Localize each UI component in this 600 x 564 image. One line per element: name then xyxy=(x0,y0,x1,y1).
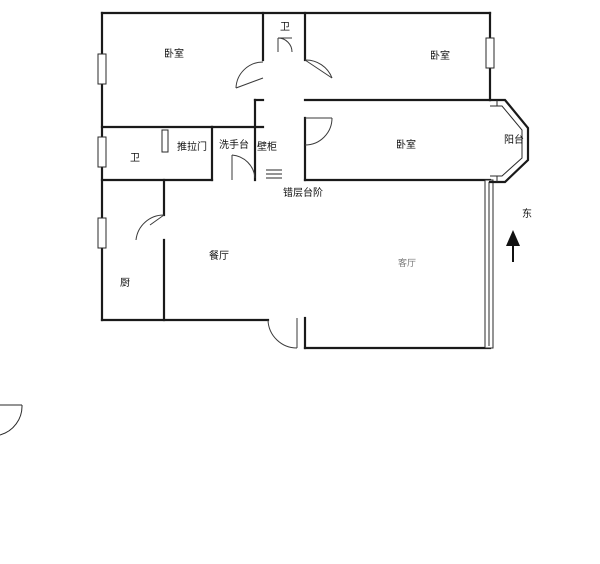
label-wall-cabinet: 壁柜 xyxy=(257,140,277,153)
doors xyxy=(135,37,333,349)
room-label-bath-top: 卫 xyxy=(280,22,290,33)
room-label-bath-left: 卫 xyxy=(130,153,140,164)
window-left-middle xyxy=(97,136,107,168)
room-label-dining-room: 餐厅 xyxy=(209,249,229,262)
window-left-upper xyxy=(97,53,107,85)
room-label-bedroom-middle: 卧室 xyxy=(396,138,416,151)
balcony-bay xyxy=(488,98,530,184)
partial-door-arc xyxy=(0,404,23,436)
window-right-upper xyxy=(485,37,495,69)
compass-label: 东 xyxy=(522,207,532,220)
room-label-bedroom-top-left: 卧室 xyxy=(164,47,184,60)
room-label-balcony: 阳台 xyxy=(504,133,524,146)
window-bath-left xyxy=(161,129,169,153)
window-left-lower xyxy=(97,217,107,249)
label-split-steps: 错层台阶 xyxy=(283,186,323,199)
label-sliding-door: 推拉门 xyxy=(177,140,207,153)
windows xyxy=(97,37,495,349)
interior-walls xyxy=(100,11,492,322)
split-steps-marks xyxy=(266,169,282,179)
north-arrow-icon xyxy=(506,230,520,262)
room-label-kitchen: 厨 xyxy=(120,277,130,289)
room-label-bedroom-top-right: 卧室 xyxy=(430,49,450,62)
room-label-living-room: 客厅 xyxy=(398,257,416,269)
label-wash-basin: 洗手台 xyxy=(219,138,249,151)
